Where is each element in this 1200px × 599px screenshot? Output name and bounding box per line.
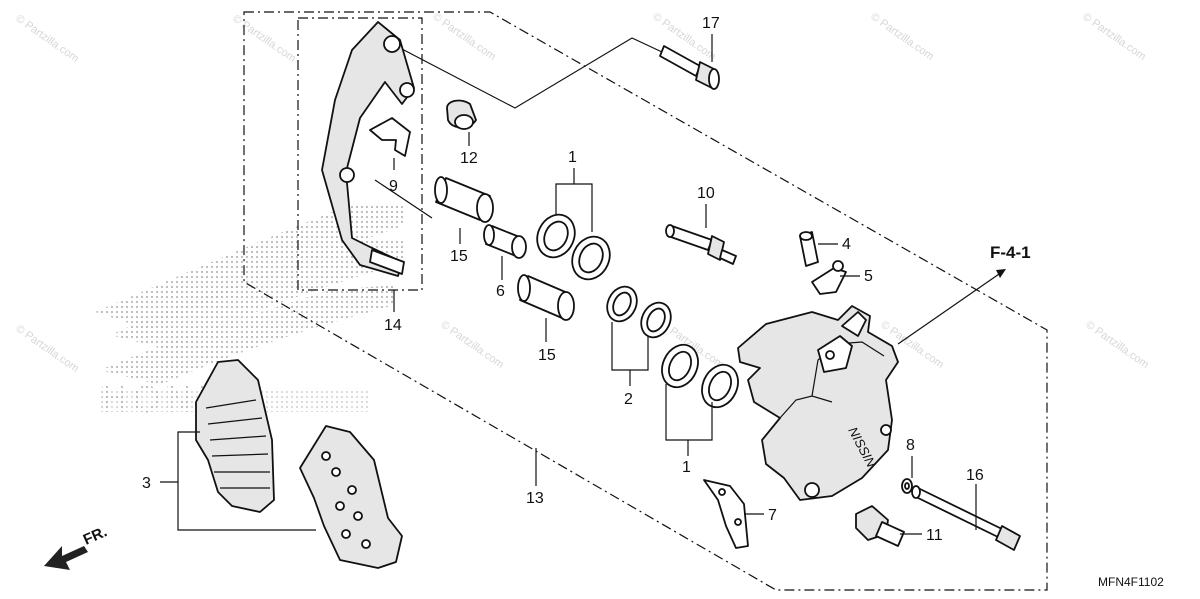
label-15-top: 15 bbox=[450, 248, 468, 265]
plug-bolt bbox=[855, 505, 905, 547]
label-14: 14 bbox=[384, 317, 402, 334]
flange-bolt bbox=[659, 45, 720, 90]
watermark: © Partzilla.com bbox=[13, 323, 81, 375]
label-2: 2 bbox=[624, 391, 633, 408]
label-9: 9 bbox=[389, 178, 398, 195]
caliper-pin bbox=[665, 224, 737, 265]
label-17: 17 bbox=[702, 15, 720, 32]
bolt-17-leader bbox=[399, 37, 663, 109]
label-1-top: 1 bbox=[568, 149, 577, 166]
reference-label: F-4-1 bbox=[990, 243, 1031, 262]
pad-retainer-spring bbox=[369, 117, 411, 157]
piston-seal-set-upper bbox=[536, 213, 611, 281]
bleeder-cap bbox=[811, 260, 847, 295]
watermark: © Partzilla.com bbox=[1080, 11, 1148, 63]
bleeder-valve bbox=[799, 231, 819, 267]
collar bbox=[483, 224, 527, 259]
label-4: 4 bbox=[842, 236, 851, 253]
watermark: © Partzilla.com bbox=[430, 11, 498, 63]
brake-pad-outer bbox=[299, 425, 403, 569]
watermark: © Partzilla.com bbox=[1083, 319, 1151, 371]
caliper-assembly-frame bbox=[243, 11, 1048, 591]
piston-dust-seal-set bbox=[606, 285, 672, 339]
watermark: © Partzilla.com bbox=[230, 13, 298, 65]
caliper-body: NISSIN bbox=[737, 305, 899, 501]
drawing-code: MFN4F1102 bbox=[1098, 575, 1164, 589]
leader-lines bbox=[160, 34, 1006, 535]
label-16: 16 bbox=[966, 467, 984, 484]
part-labels: 17 12 9 1 10 15 6 15 4 5 F-4-1 2 1 8 16 … bbox=[142, 15, 1031, 544]
pad-spring bbox=[703, 479, 749, 549]
caliper-bracket bbox=[321, 21, 415, 277]
label-6: 6 bbox=[496, 283, 505, 300]
label-13: 13 bbox=[526, 490, 544, 507]
piston-seal-set-lower bbox=[661, 343, 739, 409]
reference-arrow-head bbox=[996, 269, 1006, 278]
label-8: 8 bbox=[906, 437, 915, 454]
pin-sleeve-lower bbox=[517, 274, 575, 321]
honda-wing-logo: HONDA bbox=[95, 205, 405, 421]
watermark: © Partzilla.com bbox=[438, 319, 506, 371]
sealing-washer bbox=[901, 478, 913, 494]
label-5: 5 bbox=[864, 268, 873, 285]
pin-sleeve-upper bbox=[434, 176, 494, 223]
label-15-bottom: 15 bbox=[538, 347, 556, 364]
front-arrow-icon bbox=[44, 546, 88, 570]
label-7: 7 bbox=[768, 507, 777, 524]
label-3: 3 bbox=[142, 475, 151, 492]
brake-pad-inner bbox=[195, 359, 275, 513]
label-10: 10 bbox=[697, 185, 715, 202]
label-11: 11 bbox=[926, 527, 943, 544]
watermark: © Partzilla.com bbox=[868, 11, 936, 63]
label-12: 12 bbox=[460, 150, 478, 167]
front-direction-label: FR. bbox=[81, 523, 110, 548]
bracket-pin-boot bbox=[446, 99, 477, 130]
watermark: © Partzilla.com bbox=[13, 13, 81, 65]
front-direction-indicator: FR. bbox=[44, 523, 110, 570]
bracket-leader bbox=[374, 179, 433, 219]
pad-pin bbox=[911, 485, 1021, 551]
label-1-bottom: 1 bbox=[682, 459, 691, 476]
bracket-assembly-frame bbox=[297, 17, 423, 291]
